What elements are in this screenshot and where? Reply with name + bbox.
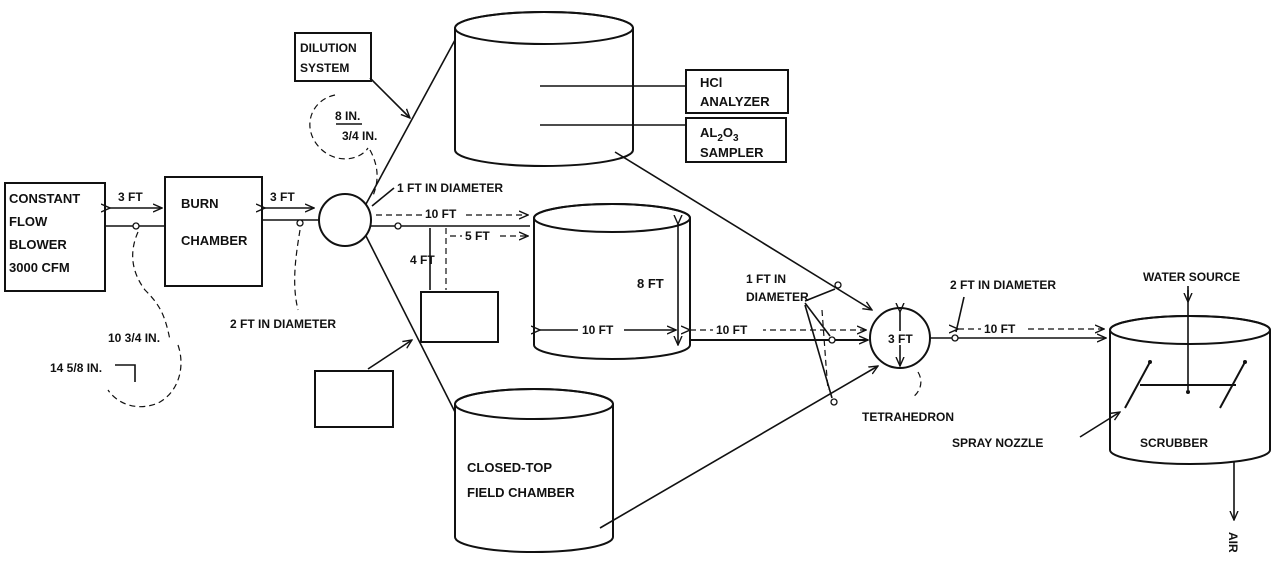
label-2ft-dia-2: 2 FT IN DIAMETER [950, 278, 1056, 292]
nozzle-dot-1 [1148, 360, 1152, 364]
orifice-detail-bracket [115, 364, 136, 382]
orifice-detail-leader-1 [132, 231, 171, 341]
duct-hub-bottom [365, 235, 456, 413]
sample-box-1 [420, 291, 499, 343]
burn-chamber-label-2: CHAMBER [181, 233, 248, 248]
orifice-5 [828, 336, 836, 344]
hci-analyzer-box [685, 69, 789, 114]
sample-box-2 [314, 370, 394, 428]
blower-label-4: 3000 CFM [9, 260, 70, 275]
label-1ft-in: 1 FT IN [746, 272, 786, 286]
label-10ft-a: 10 FT [425, 207, 457, 221]
label-scrubber: SCRUBBER [1140, 436, 1208, 450]
orifice-3 [394, 222, 402, 230]
closed-top-label-1: CLOSED-TOP [467, 460, 552, 475]
orifice-label-8in: 8 IN. [335, 109, 360, 123]
leader-2ft-b [955, 296, 965, 333]
orifice-4 [834, 281, 842, 289]
orifice-6 [830, 398, 838, 406]
label-5ft: 5 FT [465, 229, 490, 243]
dilution-label-1: DILUTION [300, 41, 357, 55]
label-2ft-dia-1: 2 FT IN DIAMETER [230, 317, 336, 331]
al2o3-label-2: SAMPLER [700, 145, 764, 160]
label-spray-nozzle: SPRAY NOZZLE [952, 436, 1043, 450]
distribution-hub [318, 193, 372, 247]
leader-1ft-b [804, 302, 831, 337]
top-chamber-rim [454, 11, 634, 45]
orifice-label-3-4in: 3/4 IN. [342, 129, 377, 143]
al2o3-label-1: AL2O3 [700, 125, 739, 144]
tetra-dash-leaders [821, 309, 829, 391]
leader-1ft-dia [371, 187, 395, 207]
label-air: AIR [1226, 532, 1240, 553]
middle-chamber-rim [533, 203, 691, 233]
label-4ft: 4 FT [410, 253, 435, 267]
orifice-label-10-3-4: 10 3/4 IN. [108, 331, 160, 345]
spray-right [1219, 361, 1246, 409]
blower-label-1: CONSTANT [9, 191, 80, 206]
blower-label-3: BLOWER [9, 237, 67, 252]
bottom-chamber-rim [454, 388, 614, 420]
label-3ft-tetra: 3 FT [888, 332, 913, 346]
leader-1ft-a [804, 288, 836, 302]
orifice-label-14-5-8: 14 5/8 IN. [50, 361, 102, 375]
label-10ft-c: 10 FT [984, 322, 1016, 336]
orifice-2 [296, 219, 304, 227]
closed-top-label-2: FIELD CHAMBER [467, 485, 575, 500]
label-10ft-chamber: 10 FT [582, 323, 614, 337]
nozzle-dot-3 [1186, 390, 1190, 394]
label-8ft: 8 FT [637, 276, 664, 291]
label-tetrahedron: TETRAHEDRON [862, 410, 954, 424]
duct-hub-top [365, 39, 456, 205]
orifice-detail-circle-1 [107, 344, 182, 408]
dilution-label-2: SYSTEM [300, 61, 349, 75]
orifice-detail-circle-2 [309, 94, 369, 160]
label-10ft-b: 10 FT [716, 323, 748, 337]
tetra-leader [911, 371, 922, 399]
orifice-leader-2 [369, 149, 378, 199]
dim-3ft-2: 3 FT [270, 190, 295, 204]
duct-bottom-tetra [599, 366, 878, 529]
leader-2ft-dia-1 [294, 229, 301, 311]
hci-label-1: HCl [700, 75, 722, 90]
orifice-1 [132, 222, 140, 230]
spray-left [1124, 361, 1151, 409]
blower-box [4, 182, 106, 292]
label-diameter: DIAMETER [746, 290, 809, 304]
nozzle-dot-2 [1243, 360, 1247, 364]
burn-chamber-label-1: BURN [181, 196, 219, 211]
hci-label-2: ANALYZER [700, 94, 770, 109]
top-chamber [454, 11, 634, 167]
spray-nozzle-leader [1079, 412, 1120, 438]
label-1ft-dia-1: 1 FT IN DIAMETER [397, 181, 503, 195]
orifice-7 [951, 334, 959, 342]
label-water-source: WATER SOURCE [1143, 270, 1240, 284]
dilution-system-box [294, 32, 372, 82]
scrubber-rim [1109, 315, 1271, 345]
dim-3ft-1: 3 FT [118, 190, 143, 204]
blower-label-2: FLOW [9, 214, 48, 229]
sample-box-2-leader [367, 340, 412, 370]
dilution-leader [369, 77, 410, 118]
burn-chamber-box [164, 176, 263, 287]
al2o3-sampler-box [685, 117, 787, 163]
duct-top-tetra [614, 151, 872, 310]
